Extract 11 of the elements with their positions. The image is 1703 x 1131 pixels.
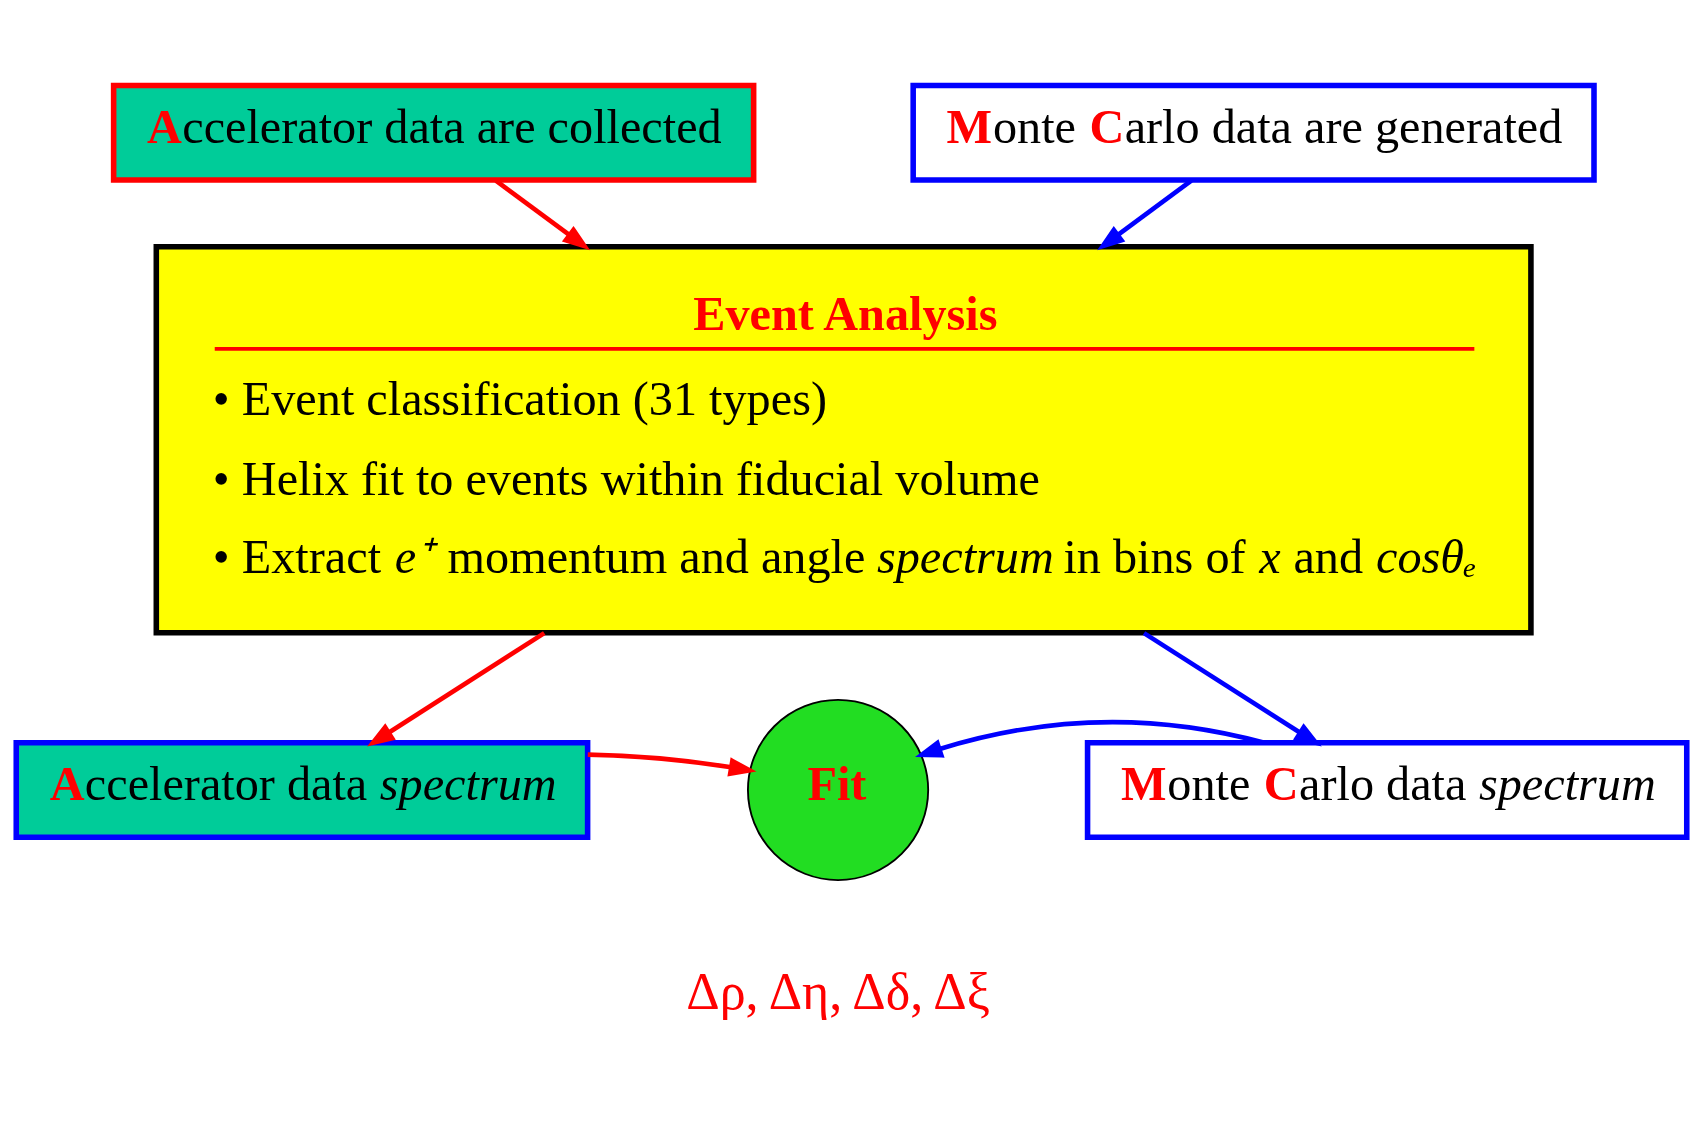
node-box: Accelerator data spectrum xyxy=(13,739,591,841)
node-label: Δρ, Δη, Δδ, Δξ xyxy=(686,963,990,1021)
node-circle: Fit xyxy=(747,698,930,881)
arrow xyxy=(915,719,1265,758)
node-box: Accelerator data are collected xyxy=(110,82,757,183)
node-box: Monte Carlo data spectrum xyxy=(1084,739,1690,841)
arrow xyxy=(1142,631,1322,747)
arrow xyxy=(587,752,757,777)
node-box: Event Analysis • Event classification (31 types) • Helix fit to events within fiducial volume • Extract e⁺ momentum and angle spectrum in bins of x and cosθₑ xyxy=(153,244,1534,636)
arrow xyxy=(367,631,546,747)
node-box: Monte Carlo data are generated xyxy=(910,82,1597,183)
